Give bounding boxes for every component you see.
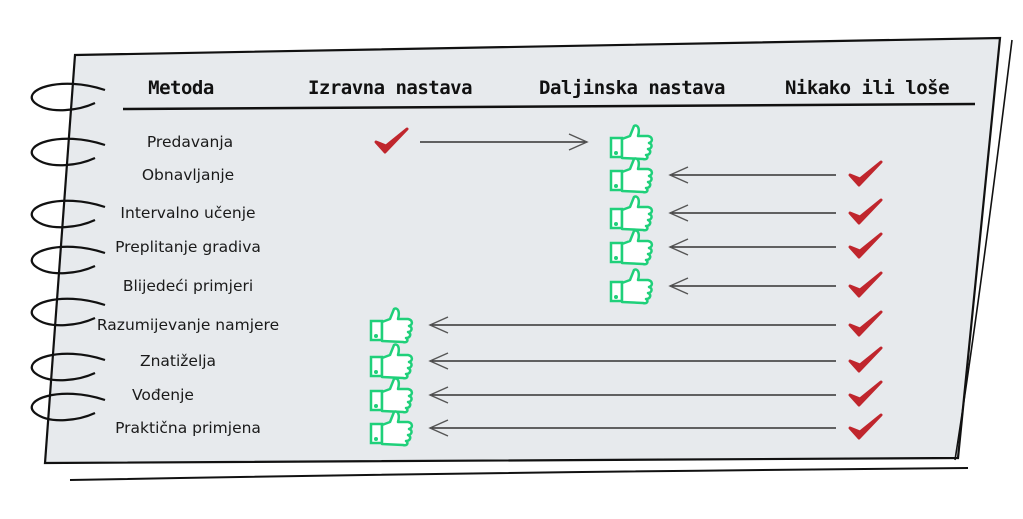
spiral-ring: [30, 352, 106, 382]
check-icon: [848, 198, 883, 225]
row-label: Blijedeći primjeri: [122, 277, 254, 295]
thumbs-up-icon: [609, 157, 654, 194]
thumbs-up-icon: [369, 343, 414, 380]
arrow-head: [428, 316, 449, 334]
thumbs-up-icon: [609, 195, 654, 232]
thumbs-up-icon: [609, 229, 654, 266]
spiral-ring: [30, 392, 106, 422]
arrow-head: [428, 386, 449, 404]
header-nikako: Nikako ili loše: [784, 77, 950, 99]
arrow-head: [428, 419, 449, 437]
arrow-head: [668, 277, 689, 295]
row-label: Predavanja: [146, 133, 234, 151]
arrow-head: [668, 238, 689, 256]
check-icon: [848, 413, 883, 440]
header-metoda: Metoda: [148, 77, 214, 99]
thumbs-up-icon: [609, 124, 654, 161]
row-label: Intervalno učenje: [120, 204, 256, 222]
row-label: Obnavljanje: [141, 166, 235, 184]
thumbs-up-icon: [609, 268, 654, 305]
header-daljinska: Daljinska nastava: [539, 77, 725, 99]
check-icon: [848, 271, 883, 298]
row-label: Razumijevanje namjere: [96, 316, 280, 334]
spiral-ring: [30, 199, 106, 229]
check-icon: [848, 310, 883, 337]
spiral-binding: [30, 82, 106, 422]
row-label: Praktična primjena: [115, 419, 261, 437]
row-label: Preplitanje gradiva: [115, 238, 261, 256]
spiral-ring: [30, 137, 106, 167]
header-izravna: Izravna nastava: [307, 77, 473, 99]
check-icon: [848, 160, 883, 187]
check-icon: [848, 232, 883, 259]
row-label: Znatiželja: [139, 352, 217, 370]
arrow-head: [668, 204, 689, 222]
thumbs-up-icon: [369, 410, 414, 447]
arrow-head: [668, 166, 689, 184]
row-label: Vođenje: [132, 386, 194, 404]
spiral-ring: [30, 245, 106, 275]
thumbs-up-icon: [369, 307, 414, 344]
arrow-head: [428, 352, 449, 370]
check-icon: [848, 346, 883, 373]
page-background: [43, 36, 1002, 465]
thumbs-up-icon: [369, 377, 414, 414]
spiral-ring: [30, 82, 106, 112]
check-icon: [374, 127, 409, 154]
check-icon: [848, 380, 883, 407]
spiral-ring: [30, 297, 106, 327]
page-shadow-line: [69, 467, 969, 481]
header-underline: [122, 102, 976, 111]
arrow-head: [568, 133, 589, 151]
